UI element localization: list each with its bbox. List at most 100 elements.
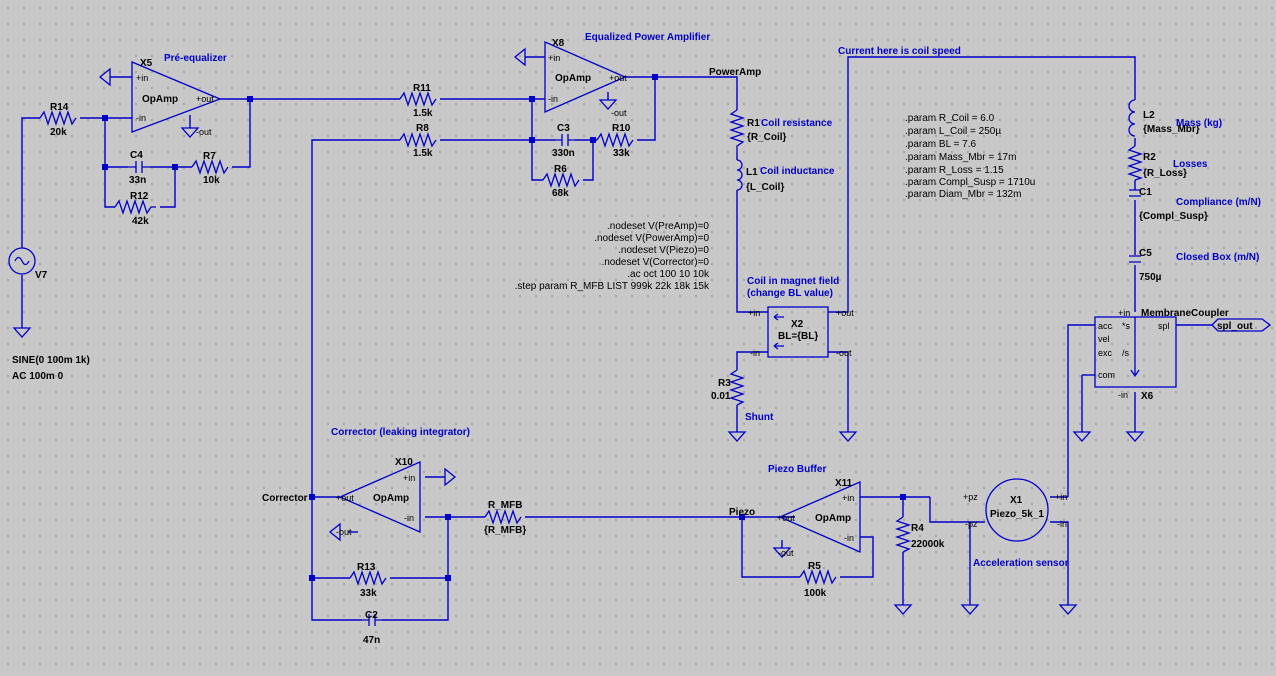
x6-membrane-coupler[interactable]: MembraneCoupler X6 +in -in acc vel exc c…: [1094, 308, 1229, 402]
capacitor-c5[interactable]: C5 750µ: [1129, 248, 1162, 283]
x6-pin-exc: exc: [1098, 348, 1113, 358]
resistor-r12[interactable]: R12 42k: [114, 191, 156, 227]
net-label-poweramp[interactable]: PowerAmp: [709, 67, 761, 78]
x11-pin-out: +out: [777, 513, 795, 523]
x5-pin-nout: -out: [196, 127, 212, 137]
r10-name: R10: [612, 123, 631, 134]
param-line: .param R_Loss = 1.15: [905, 165, 1004, 176]
resistor-r14[interactable]: R14 20k: [39, 102, 77, 138]
x2-pin-in-m: -in: [750, 348, 760, 358]
x6-arrow-icon: [1130, 317, 1140, 378]
resistor-r7[interactable]: R7 10k: [191, 151, 229, 186]
r5-value: 100k: [804, 588, 827, 599]
x1-pin-in-m: -in: [1057, 519, 1067, 529]
c2-value: 47n: [363, 635, 380, 646]
opamp-x5[interactable]: X5 OpAmp +in -in +out -out: [131, 58, 222, 137]
x10-pin-plus: +in: [403, 473, 415, 483]
x6-name: X6: [1141, 391, 1154, 402]
r10-value: 33k: [613, 148, 630, 159]
capacitor-c1[interactable]: C1 {Compl_Susp}: [1129, 187, 1208, 222]
resistor-r10[interactable]: R10 33k: [596, 123, 634, 159]
l2-value: {Mass_Mbr}: [1143, 124, 1200, 135]
r2-name: R2: [1143, 152, 1156, 163]
x1-pin-pz-p: +pz: [963, 492, 978, 502]
resistor-r2[interactable]: R2 {R_Loss}: [1126, 145, 1187, 181]
r4-name: R4: [911, 523, 924, 534]
c1-name: C1: [1139, 187, 1152, 198]
x2-pin-out-p: +out: [836, 308, 854, 318]
r12-value: 42k: [132, 216, 149, 227]
resistor-r5[interactable]: R5 100k: [799, 561, 837, 599]
x1-name: X1: [1010, 495, 1023, 506]
nodeset-line: .nodeset V(PowerAmp)=0: [594, 233, 709, 244]
x5-pin-minus: -in: [136, 113, 146, 123]
r-mfb-name: R_MFB: [488, 500, 522, 511]
l1-value: {L_Coil}: [746, 182, 784, 193]
capacitor-c4[interactable]: C4 33n: [128, 150, 150, 186]
comment-coil-speed: Current here is coil speed: [838, 46, 961, 57]
comment-piezo-buffer: Piezo Buffer: [768, 464, 826, 475]
net-label-corrector[interactable]: Corrector: [262, 493, 308, 504]
x10-name: X10: [395, 457, 413, 468]
r1-name: R1: [747, 118, 760, 129]
r11-value: 1.5k: [413, 108, 433, 119]
x10-pin-nout: -out: [336, 527, 352, 537]
resistor-r-mfb[interactable]: R_MFB {R_MFB}: [484, 500, 526, 536]
spl-out-port[interactable]: spl_out: [1211, 318, 1272, 332]
x8-name: X8: [552, 38, 565, 49]
param-directives[interactable]: .param R_Coil = 6.0 .param L_Coil = 250µ…: [905, 113, 1035, 200]
resistor-r1[interactable]: R1 {R_Coil}: [728, 109, 787, 152]
nodeset-line: .nodeset V(PreAmp)=0: [607, 221, 709, 232]
x1-piezo-sensor[interactable]: X1 Piezo_5k_1 +pz -pz +in -in: [963, 478, 1067, 542]
comment-mass: Mass (kg): [1176, 118, 1222, 129]
r5-name: R5: [808, 561, 821, 572]
x8-pin-plus: +in: [548, 53, 560, 63]
x11-pin-minus: -in: [844, 533, 854, 543]
ac-directive: .ac oct 100 10 10k: [627, 269, 710, 280]
r1-value: {R_Coil}: [747, 132, 787, 143]
r8-value: 1.5k: [413, 148, 433, 159]
resistor-r4[interactable]: R4 22000k: [894, 516, 945, 553]
x5-body: OpAmp: [142, 94, 178, 105]
param-line: .param BL = 7.6: [905, 139, 976, 150]
x1-pin-pz-m: -pz: [965, 519, 978, 529]
resistor-r8[interactable]: R8 1.5k: [399, 123, 437, 159]
x5-pin-plus: +in: [136, 73, 148, 83]
v7-name: V7: [35, 270, 48, 281]
x8-pin-out: +out: [609, 73, 627, 83]
simulation-directives[interactable]: .nodeset V(PreAmp)=0 .nodeset V(PowerAmp…: [515, 221, 710, 292]
resistor-r3[interactable]: R3 0.01: [711, 369, 746, 406]
x10-body: OpAmp: [373, 493, 409, 504]
comment-power-amp: Equalized Power Amplifier: [585, 32, 710, 43]
x6-pin-in-m: -in: [1118, 390, 1128, 400]
opamp-x10[interactable]: X10 OpAmp +in -in +out -out: [336, 457, 421, 537]
x6-pin-in-p: +in: [1118, 308, 1130, 318]
x2-arrow-in-icon: [773, 313, 784, 321]
x5-name: X5: [140, 58, 153, 69]
r6-name: R6: [554, 164, 567, 175]
opamp-x8[interactable]: X8 OpAmp +in -in +out -out: [544, 38, 627, 118]
r2-value: {R_Loss}: [1143, 168, 1187, 179]
c3-name: C3: [557, 123, 570, 134]
inductor-l1[interactable]: L1 {L_Coil}: [736, 159, 784, 193]
r11-name: R11: [413, 83, 431, 94]
capacitor-c2[interactable]: C2 47n: [362, 610, 382, 646]
capacitor-c3[interactable]: C3 330n: [552, 123, 575, 159]
net-label-piezo[interactable]: Piezo: [729, 507, 755, 518]
inductor-l2[interactable]: L2 {Mass_Mbr}: [1128, 99, 1200, 137]
v7-source[interactable]: V7 SINE(0 100m 1k) AC 100m 0: [8, 247, 90, 382]
r14-name: R14: [50, 102, 69, 113]
x6-pin-spl: spl: [1158, 321, 1170, 331]
resistor-r6[interactable]: R6 68k: [542, 164, 580, 199]
x8-pin-nout: -out: [611, 108, 627, 118]
resistor-r11[interactable]: R11 1.5k: [399, 83, 437, 119]
x2-bl-block[interactable]: X2 BL={BL} +in -in +out -out: [748, 306, 854, 358]
opamp-x11[interactable]: X11 OpAmp +in -in +out -out: [777, 478, 861, 558]
comment-accel-sensor: Acceleration sensor: [973, 558, 1069, 569]
resistor-r13[interactable]: R13 33k: [349, 562, 387, 599]
spl-out-label: spl_out: [1217, 321, 1253, 332]
x11-body: OpAmp: [815, 513, 851, 524]
x6-pin-acc: acc: [1098, 321, 1113, 331]
